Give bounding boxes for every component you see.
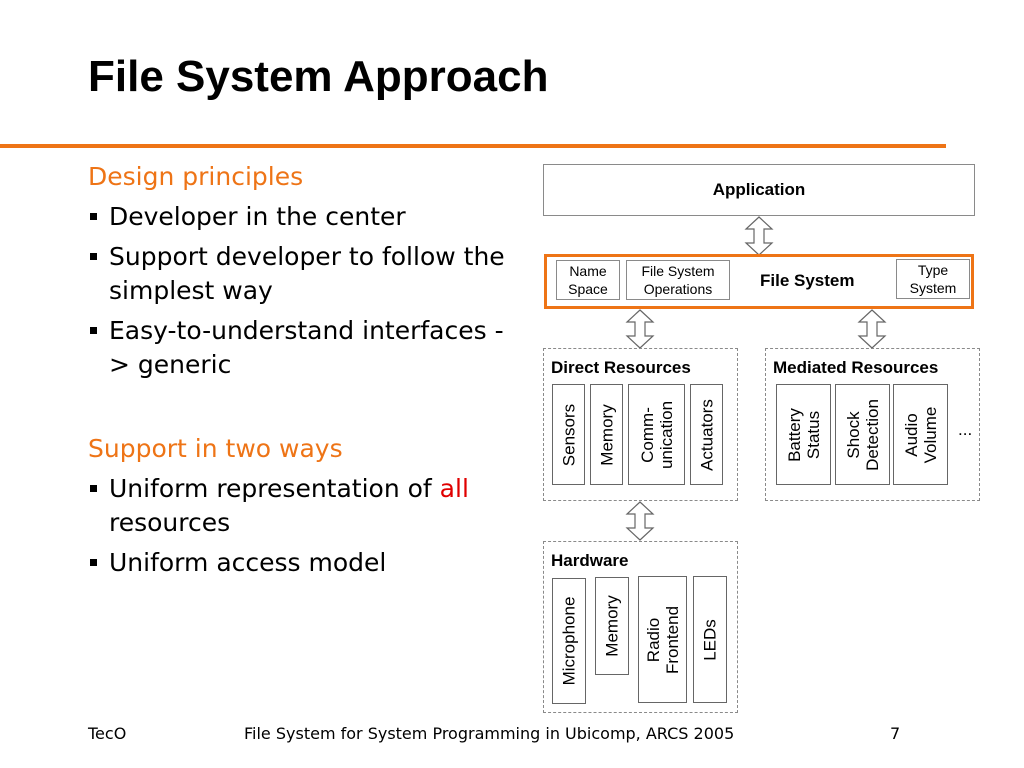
mediated-resource-cell: Shock Detection: [835, 384, 890, 485]
fs-operations-line: File System: [641, 263, 715, 279]
bullet-square-icon: [90, 559, 97, 566]
footer-organization: TecO: [88, 724, 127, 743]
bullet-text: Easy-to-understand interfaces -> generic: [109, 316, 504, 379]
hardware-cell: Memory: [595, 577, 629, 675]
direct-resource-label: Actuators: [697, 398, 716, 471]
bullet-item: Support developer to follow the simplest…: [88, 240, 508, 308]
mediated-resource-label: Audio Volume: [901, 406, 940, 463]
footer-talk-title: File System for System Programming in Ub…: [244, 724, 735, 743]
highlight-word: all: [439, 474, 469, 503]
title-divider: [0, 144, 946, 148]
double-arrow-icon: [625, 309, 655, 349]
direct-resource-cell: Memory: [590, 384, 623, 485]
left-text-column: Design principles Developer in the cente…: [88, 160, 508, 580]
slide-title: File System Approach: [88, 52, 549, 101]
mediated-resources-title: Mediated Resources: [773, 358, 939, 377]
footer-page-number: 7: [890, 724, 901, 743]
file-system-label: File System: [760, 271, 855, 290]
direct-resources-title: Direct Resources: [551, 358, 691, 377]
type-system-line: Type: [917, 262, 949, 278]
bullet-square-icon: [90, 485, 97, 492]
hardware-label: Microphone: [559, 596, 579, 686]
direct-resource-label: Sensors: [559, 403, 578, 466]
hardware-title: Hardware: [551, 551, 629, 570]
bullet-text: Support developer to follow the simplest…: [109, 242, 505, 305]
bullet-item: Uniform access model: [88, 546, 508, 580]
bullet-item: Uniform representation of all resources: [88, 472, 508, 540]
more-resources-ellipsis: ...: [958, 420, 973, 439]
hardware-label: Memory: [602, 595, 622, 657]
mediated-resource-label: Battery Status: [784, 407, 823, 462]
bullet-item: Developer in the center: [88, 200, 508, 234]
direct-resource-cell: Comm- unication: [628, 384, 685, 485]
bullet-item: Easy-to-understand interfaces -> generic: [88, 314, 508, 382]
bullet-square-icon: [90, 253, 97, 260]
direct-resource-label: Memory: [597, 403, 616, 466]
bullet-square-icon: [90, 327, 97, 334]
bullet-text: Uniform access model: [109, 548, 387, 577]
double-arrow-icon: [625, 501, 655, 541]
direct-resource-cell: Actuators: [690, 384, 723, 485]
bullet-square-icon: [90, 213, 97, 220]
bullet-text-part: resources: [109, 508, 231, 537]
application-box: Application: [543, 164, 975, 216]
name-space-line: Name: [569, 263, 607, 279]
fs-operations-line: Operations: [643, 281, 713, 297]
hardware-cell: LEDs: [693, 576, 727, 703]
bullet-text: Developer in the center: [109, 202, 406, 231]
mediated-resource-label: Shock Detection: [843, 398, 882, 471]
design-principles-heading: Design principles: [88, 162, 304, 191]
application-label: Application: [712, 180, 806, 199]
hardware-cell: Radio Frontend: [638, 576, 687, 703]
hardware-label: Radio Frontend: [643, 605, 682, 674]
support-heading: Support in two ways: [88, 434, 343, 463]
direct-resource-cell: Sensors: [552, 384, 585, 485]
hardware-cell: Microphone: [552, 578, 586, 704]
hardware-label: LEDs: [700, 618, 720, 661]
double-arrow-icon: [744, 216, 774, 256]
mediated-resource-cell: Battery Status: [776, 384, 831, 485]
mediated-resource-cell: Audio Volume: [893, 384, 948, 485]
name-space-line: Space: [568, 281, 608, 297]
direct-resource-label: Comm- unication: [637, 400, 676, 469]
type-system-line: System: [909, 280, 957, 296]
double-arrow-icon: [857, 309, 887, 349]
bullet-text-part: Uniform representation of: [109, 474, 440, 503]
